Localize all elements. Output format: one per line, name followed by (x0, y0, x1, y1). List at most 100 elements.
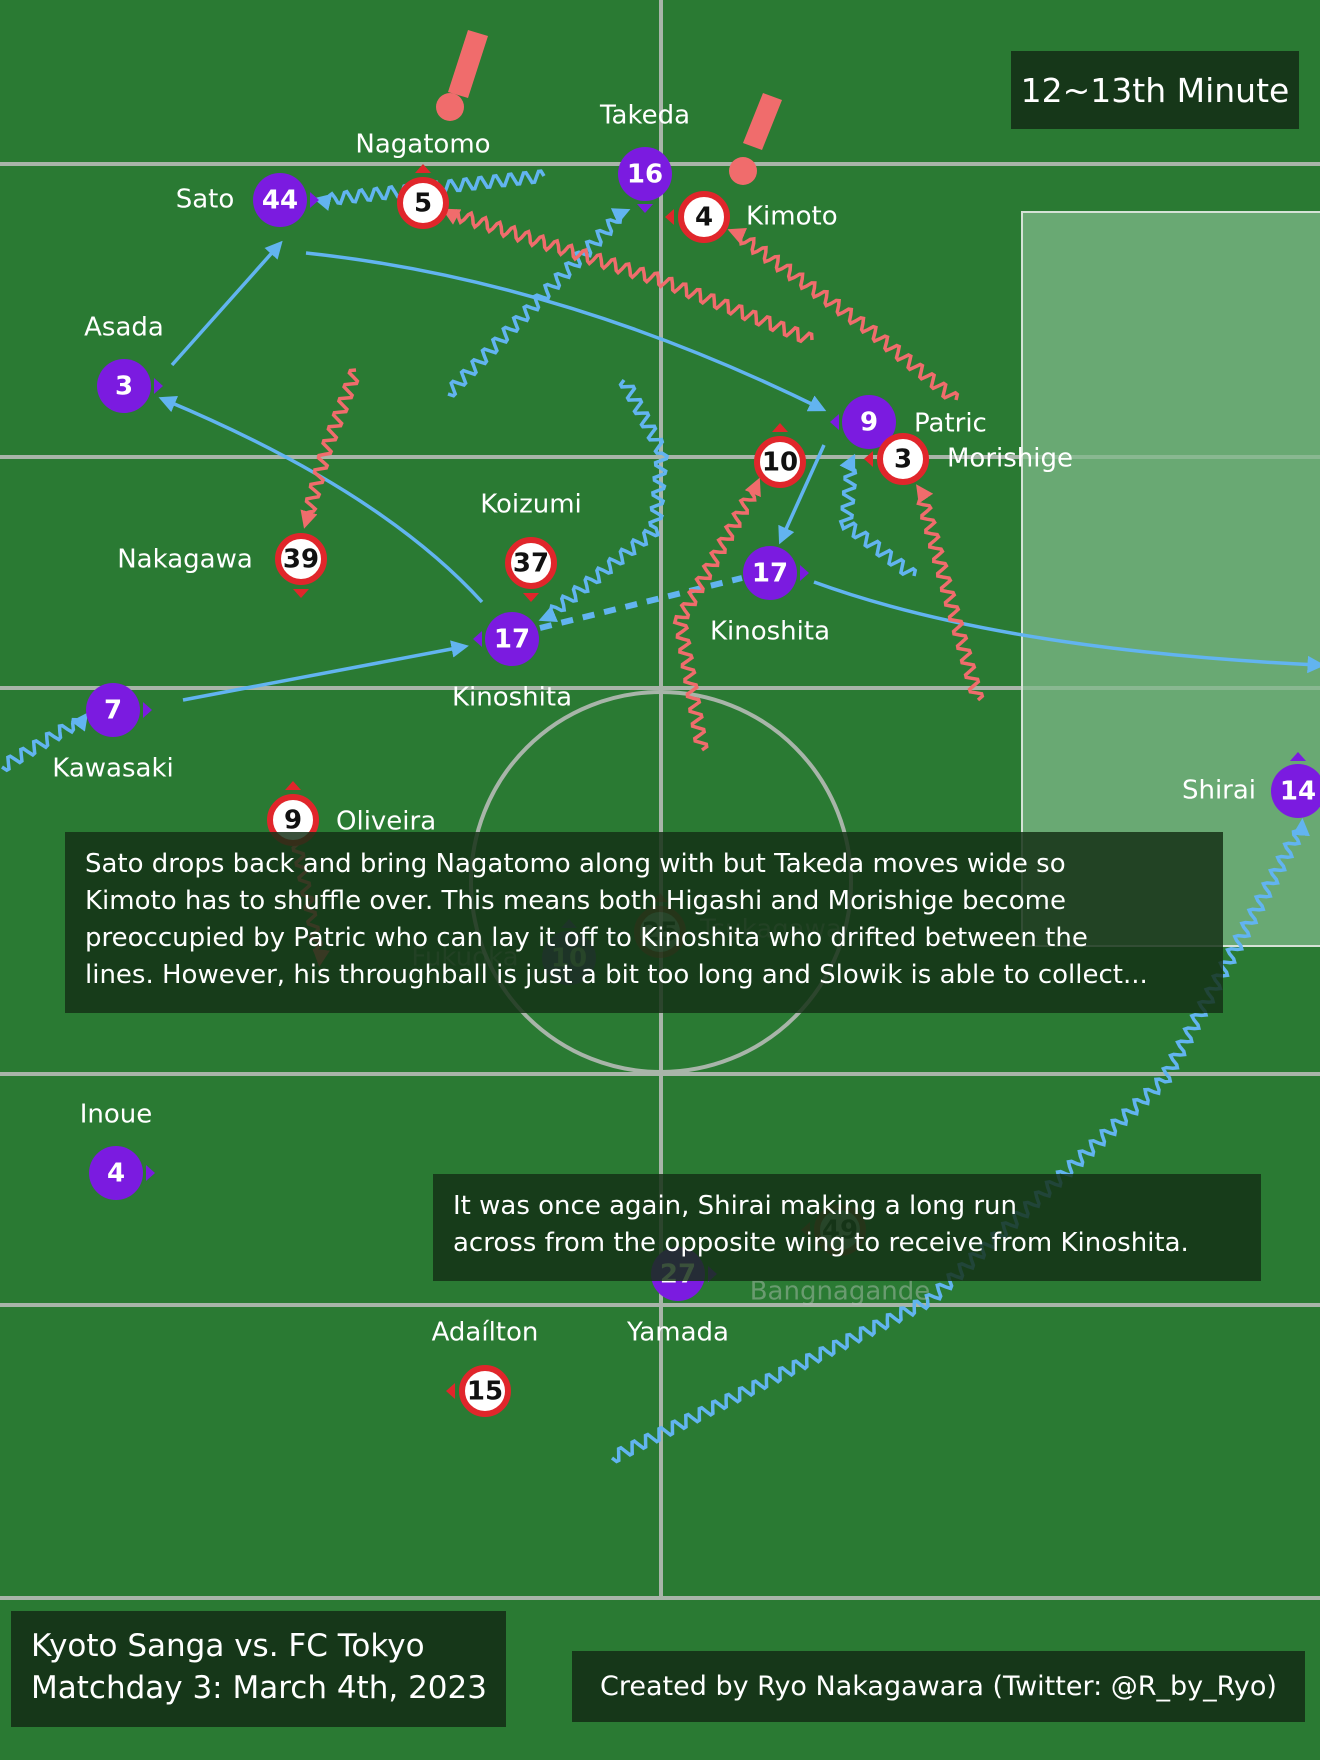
penalty-area (1021, 211, 1320, 947)
annotation-note-1: Sato drops back and bring Nagatomo along… (65, 832, 1223, 1013)
player-circle (754, 436, 806, 488)
facing-direction-marker (473, 631, 482, 647)
player-number: 3 (115, 372, 133, 402)
player-circle (275, 533, 327, 585)
note-line: across from the opposite wing to receive… (453, 1228, 1189, 1258)
pass-arrow-sato-to-patric (305, 251, 827, 412)
alert-icon-kimoto: ! (729, 93, 782, 185)
note-line: lines. However, his throughball is just … (85, 960, 1148, 990)
player-circle (86, 683, 140, 737)
player-name-label: Asada (84, 313, 164, 343)
facing-direction-marker (310, 192, 319, 208)
player-circle (253, 173, 307, 227)
facing-direction-marker (830, 414, 839, 430)
player-number: 4 (695, 203, 713, 233)
pass-arrow-kawasaki-to-kinoshita (182, 640, 469, 702)
tokyo-player-token: 4 Kimoto (665, 191, 838, 243)
player-circle (743, 546, 797, 600)
run-arrow-kawasaki (1, 712, 89, 773)
facing-direction-marker (415, 164, 431, 173)
player-circle (485, 612, 539, 666)
note-line: Sato drops back and bring Nagatomo along… (85, 849, 1066, 879)
kyoto-player-token: 3 Asada (84, 313, 164, 413)
run-arrow-kimoto-shuffle (727, 227, 960, 401)
player-number: 16 (627, 160, 663, 190)
facing-direction-marker (637, 204, 653, 213)
player-circle (89, 1146, 143, 1200)
player-number: 10 (762, 448, 798, 478)
player-name-label: Koizumi (480, 490, 582, 520)
facing-direction-marker (146, 1165, 155, 1181)
annotation-note-2: It was once again, Shirai making a long … (433, 1174, 1261, 1281)
player-name-label: Shirai (1182, 776, 1256, 806)
facing-direction-marker (1290, 752, 1306, 761)
player-name-label: Bangnagande (750, 1277, 931, 1307)
run-arrow-kinoshita-drift (538, 378, 669, 623)
facing-direction-marker (772, 423, 788, 432)
note-line: preoccupied by Patric who can lay it off… (85, 923, 1088, 953)
facing-direction-marker (154, 378, 163, 394)
note-line: It was once again, Shirai making a long … (453, 1191, 1018, 1221)
player-number: 9 (284, 806, 302, 836)
player-name-label: Kinoshita (452, 683, 572, 713)
tokyo-player-token: 5 Nagatomo (355, 130, 491, 229)
match-title: Kyoto Sanga vs. FC Tokyo (31, 1628, 425, 1664)
player-name-label: Kawasaki (52, 754, 173, 784)
throughball-arrow (813, 580, 1320, 674)
player-number: 39 (283, 545, 319, 575)
run-arrow-nakagawa (300, 368, 360, 529)
run-arrow-morishige (916, 484, 985, 702)
facing-direction-marker (293, 589, 309, 598)
player-name-label: Adaílton (432, 1318, 539, 1348)
run-arrow-nagatomo-tracks (441, 208, 814, 344)
player-name-label: Yamada (626, 1318, 729, 1348)
player-name-label: Sato (176, 185, 235, 215)
pass-arrow-asada-to-sato (170, 240, 283, 367)
facing-direction-marker (864, 451, 873, 467)
note-line: Kimoto has to shuffle over. This means b… (85, 886, 1066, 916)
credit: Created by Ryo Nakagawara (Twitter: @R_b… (572, 1651, 1305, 1722)
tokyo-player-token: 15 Adaílton (432, 1318, 539, 1417)
player-number: 9 (860, 408, 878, 438)
player-number: 44 (262, 186, 298, 216)
player-number: 3 (894, 445, 912, 475)
match-date: Matchday 3: March 4th, 2023 (31, 1670, 487, 1706)
tokyo-player-token: 10 (754, 423, 806, 488)
player-circle (618, 147, 672, 201)
player-number: 7 (104, 696, 122, 726)
player-number: 14 (1280, 777, 1316, 807)
alert-icon-nagatomo: ! (436, 30, 488, 121)
kyoto-player-token: 44 Sato (176, 173, 319, 227)
player-name-label: Kimoto (746, 202, 838, 232)
player-name-label: Nagatomo (355, 130, 490, 160)
facing-direction-marker (285, 781, 301, 790)
facing-direction-marker (665, 209, 674, 225)
player-circle (1271, 764, 1320, 818)
player-circle (678, 191, 730, 243)
player-number: 17 (752, 559, 788, 589)
player-name-label: Patric (914, 409, 987, 439)
facing-direction-marker (523, 593, 539, 602)
player-number: 15 (467, 1377, 503, 1407)
player-number: 4 (107, 1159, 125, 1189)
player-name-label: Nakagawa (117, 545, 253, 575)
player-number: 37 (513, 549, 549, 579)
facing-direction-marker (800, 565, 809, 581)
player-number: 5 (414, 189, 432, 219)
player-circle (397, 177, 449, 229)
facing-direction-marker (446, 1383, 455, 1399)
player-circle (459, 1365, 511, 1417)
kyoto-player-token: 9 Patric (830, 395, 987, 449)
tokyo-player-token: 39 Nakagawa (117, 533, 327, 598)
alerts: ! ! (436, 30, 782, 185)
player-name-label: Kinoshita (710, 617, 830, 647)
